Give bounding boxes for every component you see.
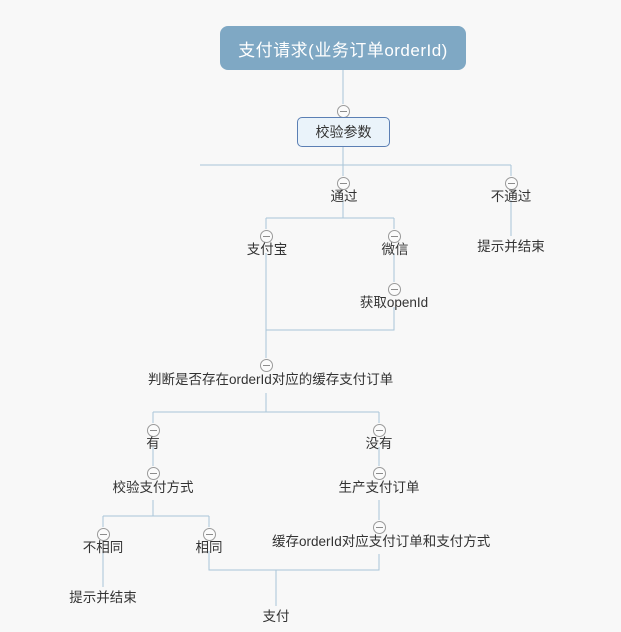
node-label: 没有 bbox=[365, 436, 393, 451]
node-label: 支付 bbox=[262, 609, 290, 624]
collapse-minus-icon[interactable] bbox=[373, 424, 386, 437]
collapse-minus-icon[interactable] bbox=[147, 424, 160, 437]
collapse-minus-icon[interactable] bbox=[388, 283, 401, 296]
node-label: 判断是否存在orderId对应的缓存支付订单 bbox=[148, 372, 394, 387]
node-wechat[interactable]: 微信 bbox=[377, 241, 413, 259]
node-label: 不通过 bbox=[490, 189, 532, 204]
node-label: 相同 bbox=[195, 540, 223, 555]
node-label: 有 bbox=[146, 436, 160, 451]
node-not-same[interactable]: 不相同 bbox=[76, 539, 130, 557]
node-label: 支付请求(业务订单orderId) bbox=[238, 40, 448, 60]
node-alipay[interactable]: 支付宝 bbox=[245, 241, 289, 259]
node-label: 支付宝 bbox=[246, 242, 288, 257]
collapse-minus-icon[interactable] bbox=[260, 230, 273, 243]
node-get-openid[interactable]: 获取openId bbox=[356, 294, 432, 312]
node-root-payment-request[interactable]: 支付请求(业务订单orderId) bbox=[220, 26, 466, 70]
collapse-minus-icon[interactable] bbox=[388, 230, 401, 243]
node-no-cache[interactable]: 没有 bbox=[361, 435, 397, 453]
node-not-same-prompt-end[interactable]: 提示并结束 bbox=[69, 589, 137, 607]
node-fail-prompt-end[interactable]: 提示并结束 bbox=[477, 238, 545, 256]
node-label: 通过 bbox=[330, 189, 358, 204]
node-validate-params[interactable]: 校验参数 bbox=[297, 117, 390, 147]
node-label: 微信 bbox=[381, 242, 409, 257]
node-label: 不相同 bbox=[82, 540, 124, 555]
node-pay[interactable]: 支付 bbox=[257, 608, 295, 626]
node-label: 提示并结束 bbox=[69, 590, 137, 605]
node-label: 生产支付订单 bbox=[338, 480, 420, 495]
collapse-minus-icon[interactable] bbox=[147, 467, 160, 480]
collapse-minus-icon[interactable] bbox=[373, 521, 386, 534]
node-same[interactable]: 相同 bbox=[191, 539, 227, 557]
collapse-minus-icon[interactable] bbox=[505, 177, 518, 190]
node-label: 校验支付方式 bbox=[112, 480, 194, 495]
node-verify-pay-method[interactable]: 校验支付方式 bbox=[110, 479, 196, 497]
collapse-minus-icon[interactable] bbox=[203, 528, 216, 541]
collapse-minus-icon[interactable] bbox=[373, 467, 386, 480]
node-check-cached-order[interactable]: 判断是否存在orderId对应的缓存支付订单 bbox=[148, 371, 393, 389]
collapse-minus-icon[interactable] bbox=[337, 177, 350, 190]
node-label: 校验参数 bbox=[315, 124, 372, 140]
node-label: 缓存orderId对应支付订单和支付方式 bbox=[272, 534, 491, 549]
node-fail[interactable]: 不通过 bbox=[484, 188, 538, 206]
node-pass[interactable]: 通过 bbox=[325, 188, 363, 206]
collapse-minus-icon[interactable] bbox=[97, 528, 110, 541]
node-label: 获取openId bbox=[359, 295, 429, 310]
node-has-cache[interactable]: 有 bbox=[142, 435, 164, 453]
node-cache-order[interactable]: 缓存orderId对应支付订单和支付方式 bbox=[272, 533, 490, 551]
collapse-minus-icon[interactable] bbox=[260, 359, 273, 372]
node-label: 提示并结束 bbox=[477, 239, 545, 254]
node-create-pay-order[interactable]: 生产支付订单 bbox=[336, 479, 422, 497]
